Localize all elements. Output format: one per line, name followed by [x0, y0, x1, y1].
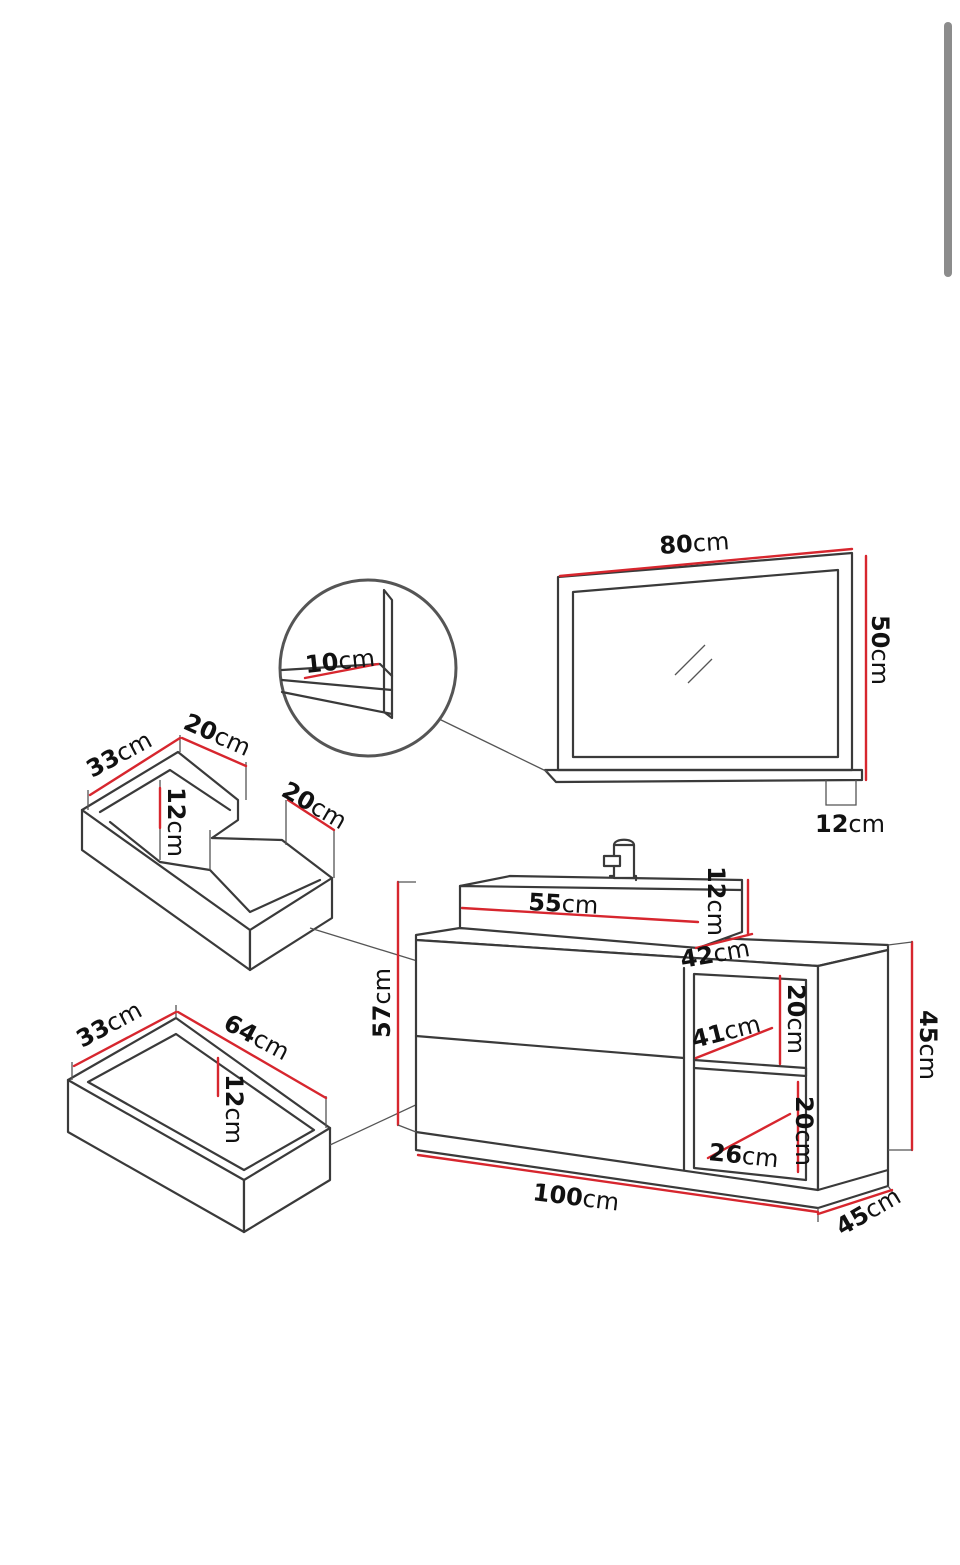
lower-drawer-height-label: 12cm: [220, 1074, 248, 1144]
scrollbar[interactable]: [944, 22, 952, 277]
side-height-label: 45cm: [914, 1010, 942, 1080]
cabinet-width-label: 100cm: [531, 1178, 620, 1216]
basin-height-label: 12cm: [702, 866, 730, 936]
shelf-detail-magnifier: [278, 578, 549, 773]
cabinet-width-marker: [416, 1153, 820, 1214]
shelf-bottom-depth-label: 26cm: [707, 1138, 780, 1173]
upper-drawer-height-label: 12cm: [162, 787, 190, 857]
cabinet-height-label: 57cm: [368, 968, 396, 1038]
basin-depth-marker: [694, 932, 754, 950]
lower-drawer-width-marker: [176, 1010, 328, 1100]
detail-shelf-label: 10cm: [304, 644, 377, 679]
basin-width-label: 55cm: [528, 888, 599, 920]
upper-drawer-right-width-label: 20cm: [277, 776, 352, 835]
cabinet-depth-marker: [816, 1188, 894, 1216]
mirror: [543, 551, 864, 806]
mirror-width-marker: [558, 547, 854, 578]
upper-drawer: [80, 735, 335, 972]
shelf-bottom-height-label: 20cm: [790, 1096, 818, 1166]
basin-width-marker: [460, 906, 700, 924]
mirror-shelf-depth-label: 12cm: [815, 810, 885, 838]
upper-drawer-depth-marker: [88, 736, 182, 797]
mirror-width-label: 80cm: [658, 527, 730, 560]
lower-drawer-depth-marker: [72, 1010, 178, 1068]
upper-drawer-inner-width-marker: [180, 736, 248, 768]
shelf-width-marker: [694, 1026, 774, 1060]
cabinet-depth-label: 45cm: [831, 1182, 906, 1241]
mirror-height-label: 50cm: [866, 615, 894, 685]
basin-depth-label: 42cm: [678, 934, 752, 974]
lower-drawer: [66, 1005, 332, 1234]
upper-drawer-right-width-marker: [286, 798, 336, 832]
shelf-top-height-label: 20cm: [782, 984, 810, 1054]
lower-drawer-depth-label: 33cm: [72, 996, 147, 1054]
upper-drawer-depth-label: 33cm: [82, 726, 157, 784]
shelf-bottom-depth-marker: [706, 1112, 792, 1160]
